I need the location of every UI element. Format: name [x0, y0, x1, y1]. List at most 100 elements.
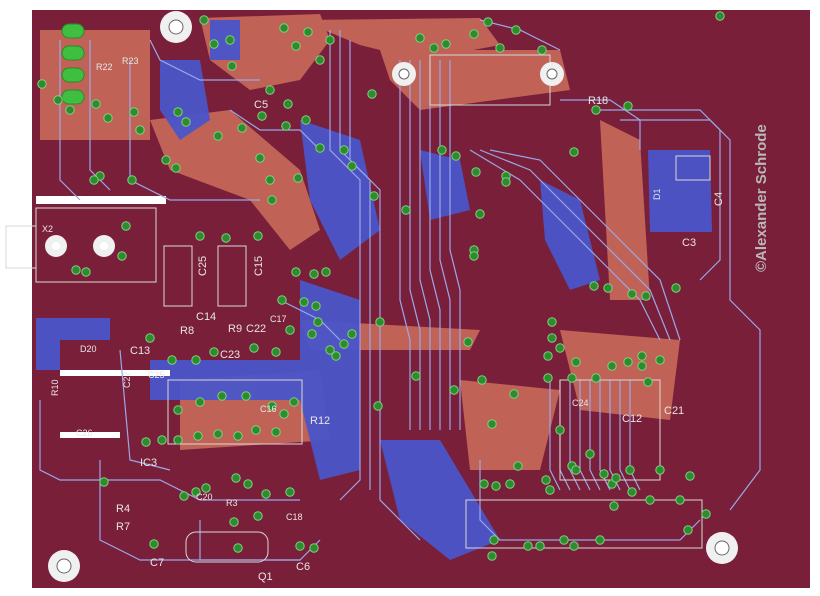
via — [173, 405, 183, 415]
via — [479, 479, 489, 489]
via — [209, 347, 219, 357]
via — [231, 473, 241, 483]
via — [715, 11, 725, 21]
via — [315, 55, 325, 65]
label-c17: C17 — [270, 314, 287, 324]
via — [339, 339, 349, 349]
via — [91, 99, 101, 109]
via — [309, 269, 319, 279]
label-c3: C3 — [682, 237, 696, 249]
crystal-q1 — [185, 531, 269, 563]
header-pads — [61, 23, 85, 105]
via — [161, 155, 171, 165]
via — [209, 39, 219, 49]
via — [225, 35, 235, 45]
via — [195, 397, 205, 407]
via — [463, 337, 473, 347]
via — [645, 495, 655, 505]
via — [589, 281, 599, 291]
via — [307, 329, 317, 339]
via — [429, 43, 439, 53]
author-credit: ©Alexander Schrode — [753, 124, 770, 272]
via — [179, 491, 189, 501]
via — [271, 347, 281, 357]
label-c24: C24 — [572, 398, 589, 408]
label-c5: C5 — [254, 99, 268, 111]
via — [195, 231, 205, 241]
via — [301, 115, 311, 125]
via — [255, 153, 265, 163]
via — [285, 487, 295, 497]
via — [267, 401, 277, 411]
label-q1: Q1 — [258, 571, 273, 583]
via — [683, 525, 693, 535]
via — [401, 205, 411, 215]
label-r3: R3 — [226, 498, 238, 508]
via — [173, 435, 183, 445]
via — [283, 99, 293, 109]
via — [625, 465, 635, 475]
via — [241, 391, 251, 401]
via — [279, 409, 289, 419]
label-ic3: IC3 — [140, 457, 157, 469]
via — [103, 113, 113, 123]
label-c7: C7 — [150, 557, 164, 569]
via — [193, 431, 203, 441]
label-c12: C12 — [622, 413, 642, 425]
via — [501, 177, 511, 187]
via — [191, 487, 201, 497]
via — [627, 487, 637, 497]
label-r12: R12 — [310, 415, 330, 427]
via — [257, 111, 267, 121]
via — [559, 535, 569, 545]
via — [505, 479, 515, 489]
via — [271, 427, 281, 437]
via — [321, 267, 331, 277]
via — [325, 35, 335, 45]
via — [475, 209, 485, 219]
via — [299, 297, 309, 307]
via — [543, 351, 553, 361]
via — [213, 131, 223, 141]
via — [279, 23, 289, 33]
via — [233, 543, 243, 553]
via — [471, 167, 481, 177]
mounting-hole-header-left — [392, 62, 416, 86]
via — [227, 61, 237, 71]
via — [611, 473, 621, 483]
label-r22: R22 — [96, 62, 113, 72]
via — [65, 105, 75, 115]
via — [367, 89, 377, 99]
via — [555, 343, 565, 353]
label-r7: R7 — [116, 521, 130, 533]
ic3-body — [167, 379, 303, 445]
label-d1: D1 — [652, 188, 662, 200]
via — [181, 117, 191, 127]
label-x2: X2 — [42, 224, 53, 234]
via — [309, 543, 319, 553]
via — [135, 125, 145, 135]
label-r9: R9 — [228, 323, 242, 335]
via — [585, 449, 595, 459]
via — [213, 429, 223, 439]
label-c27: C27 — [122, 371, 132, 388]
mounting-hole-bottom-right — [706, 532, 738, 564]
via — [477, 375, 487, 385]
label-c13: C13 — [130, 345, 150, 357]
via — [637, 361, 647, 371]
via — [373, 401, 383, 411]
via — [637, 351, 647, 361]
via — [415, 33, 425, 43]
via — [569, 541, 579, 551]
via — [685, 471, 695, 481]
via — [541, 475, 551, 485]
via — [295, 541, 305, 551]
via — [167, 355, 177, 365]
via — [609, 501, 619, 511]
via — [547, 317, 557, 327]
via — [547, 333, 557, 343]
label-c16: C16 — [260, 404, 277, 414]
label-c6: C6 — [296, 561, 310, 573]
via — [253, 511, 263, 521]
